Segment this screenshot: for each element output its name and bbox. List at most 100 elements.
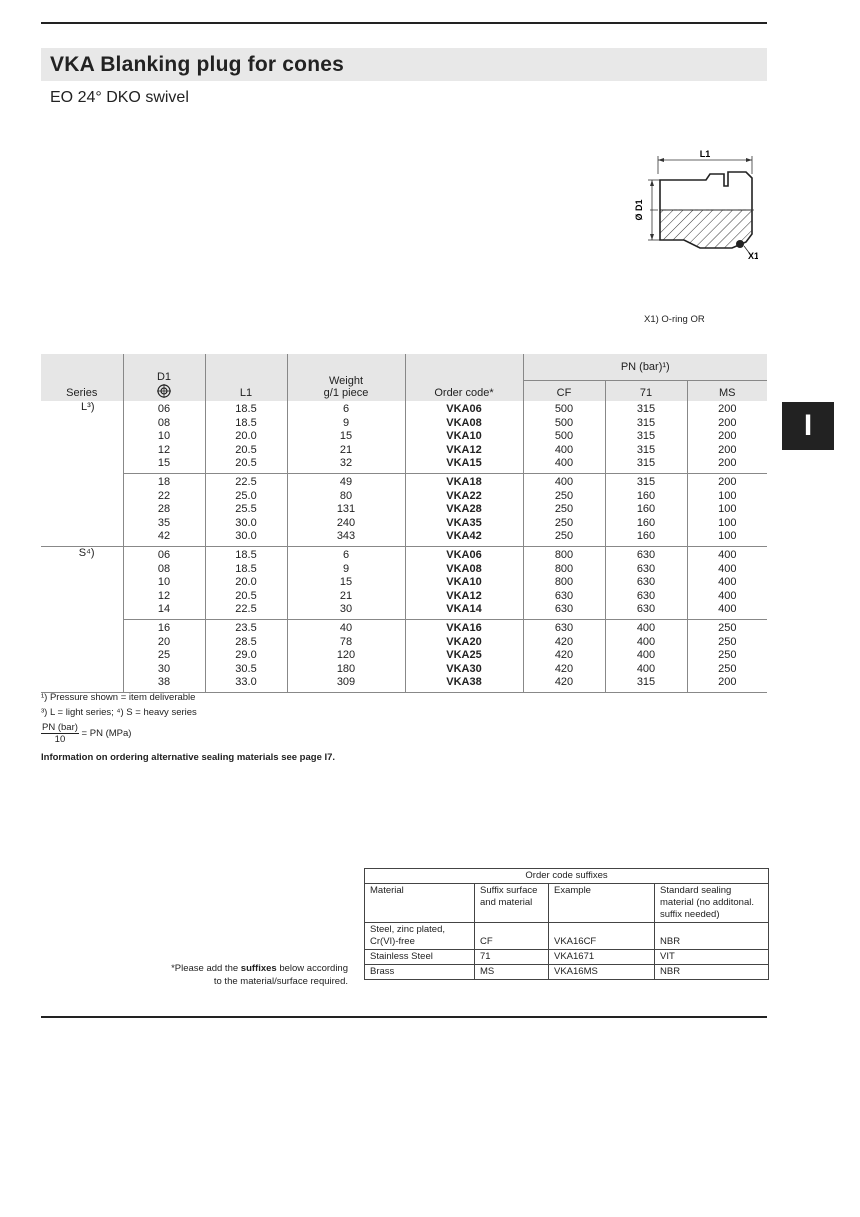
pn-cf-cell: 420 bbox=[522, 635, 605, 650]
l1-cell: 30.0 bbox=[204, 530, 287, 547]
order-code-cell: VKA10 bbox=[404, 430, 523, 444]
d1-cell: 08 bbox=[122, 416, 205, 431]
d1-cell: 16 bbox=[122, 619, 205, 636]
suffix-cell: VKA16MS bbox=[548, 964, 655, 980]
pn-cf-cell: 400 bbox=[522, 473, 605, 490]
suffix-header-cell: Material bbox=[364, 883, 475, 923]
order-code-cell: VKA35 bbox=[404, 516, 523, 531]
l1-cell: 25.5 bbox=[204, 503, 287, 517]
suffix-cell: NBR bbox=[653, 922, 770, 950]
d1-cell: 10 bbox=[122, 576, 205, 590]
series-cell: L³) bbox=[41, 401, 123, 547]
order-code-cell: VKA18 bbox=[404, 473, 523, 490]
pn-71-cell: 160 bbox=[604, 530, 687, 547]
pn-71-cell: 630 bbox=[604, 546, 687, 563]
pn-ms-cell: 400 bbox=[686, 576, 768, 590]
pn-71-cell: 315 bbox=[604, 676, 687, 693]
l1-cell: 20.0 bbox=[204, 576, 287, 590]
suffix-header-cell: Suffix surface and material bbox=[474, 883, 549, 923]
suffix-cell: Stainless Steel bbox=[364, 949, 475, 965]
pn-71-cell: 315 bbox=[604, 457, 687, 474]
suffix-cell: VKA1671 bbox=[548, 949, 655, 965]
d1-cell: 35 bbox=[122, 516, 205, 531]
order-code-cell: VKA16 bbox=[404, 619, 523, 636]
l1-cell: 29.0 bbox=[204, 649, 287, 663]
pn-cf-cell: 420 bbox=[522, 649, 605, 663]
l1-cell: 20.5 bbox=[204, 443, 287, 458]
pn-cf-cell: 250 bbox=[522, 503, 605, 517]
l1-cell: 25.0 bbox=[204, 489, 287, 504]
o-ring-note: X1) O-ring OR bbox=[644, 314, 705, 325]
weight-cell: 6 bbox=[286, 401, 405, 417]
weight-cell: 40 bbox=[286, 619, 405, 636]
pn-ms-cell: 400 bbox=[686, 603, 768, 620]
order-code-cell: VKA10 bbox=[404, 576, 523, 590]
order-code-cell: VKA30 bbox=[404, 662, 523, 677]
bore-symbol-icon bbox=[157, 384, 171, 398]
order-code-cell: VKA15 bbox=[404, 457, 523, 474]
footnotes: ¹) Pressure shown = item deliverable ³) … bbox=[41, 690, 197, 720]
pn-ms-cell: 250 bbox=[686, 619, 768, 636]
d1-cell: 25 bbox=[122, 649, 205, 663]
d1-cell: 22 bbox=[122, 489, 205, 504]
d1-cell: 06 bbox=[122, 546, 205, 563]
top-rule bbox=[41, 22, 767, 24]
order-code-cell: VKA22 bbox=[404, 489, 523, 504]
pn-cf-cell: 250 bbox=[522, 489, 605, 504]
footnote-series: ³) L = light series; ⁴) S = heavy series bbox=[41, 707, 197, 718]
l1-cell: 20.5 bbox=[204, 457, 287, 474]
order-code-cell: VKA38 bbox=[404, 676, 523, 693]
suffix-table-caption: Order code suffixes bbox=[363, 868, 770, 884]
weight-cell: 9 bbox=[286, 416, 405, 431]
pn-ms-cell: 200 bbox=[686, 416, 768, 431]
d1-cell: 15 bbox=[122, 457, 205, 474]
d1-cell: 14 bbox=[122, 603, 205, 620]
d1-cell: 12 bbox=[122, 589, 205, 604]
weight-cell: 32 bbox=[286, 457, 405, 474]
order-code-cell: VKA12 bbox=[404, 589, 523, 604]
suffix-header-cell: Example bbox=[548, 883, 655, 923]
l1-dimension-label: L1 bbox=[700, 149, 711, 159]
pn-71-cell: 630 bbox=[604, 603, 687, 620]
page-title: VKA Blanking plug for cones bbox=[50, 53, 344, 76]
l1-cell: 20.5 bbox=[204, 589, 287, 604]
order-code-cell: VKA20 bbox=[404, 635, 523, 650]
l1-cell: 22.5 bbox=[204, 473, 287, 490]
l1-cell: 33.0 bbox=[204, 676, 287, 693]
l1-cell: 28.5 bbox=[204, 635, 287, 650]
d1-cell: 12 bbox=[122, 443, 205, 458]
col-d1: D1 bbox=[122, 354, 205, 401]
order-code-cell: VKA12 bbox=[404, 443, 523, 458]
col-l1: L1 bbox=[204, 354, 287, 401]
col-pn-ms: MS bbox=[686, 380, 768, 401]
pn-ms-cell: 100 bbox=[686, 530, 768, 547]
fraction-numerator: PN (bar) bbox=[41, 722, 79, 734]
weight-cell: 240 bbox=[286, 516, 405, 531]
suffix-cell: VIT bbox=[653, 949, 770, 965]
pn-71-cell: 160 bbox=[604, 503, 687, 517]
weight-cell: 131 bbox=[286, 503, 405, 517]
pn-ms-cell: 200 bbox=[686, 473, 768, 490]
l1-cell: 18.5 bbox=[204, 416, 287, 431]
suffix-note: *Please add the suffixes below according… bbox=[171, 963, 348, 987]
col-series: Series bbox=[41, 354, 123, 401]
col-pn: PN (bar)¹) bbox=[522, 354, 768, 381]
d1-cell: 08 bbox=[122, 562, 205, 577]
